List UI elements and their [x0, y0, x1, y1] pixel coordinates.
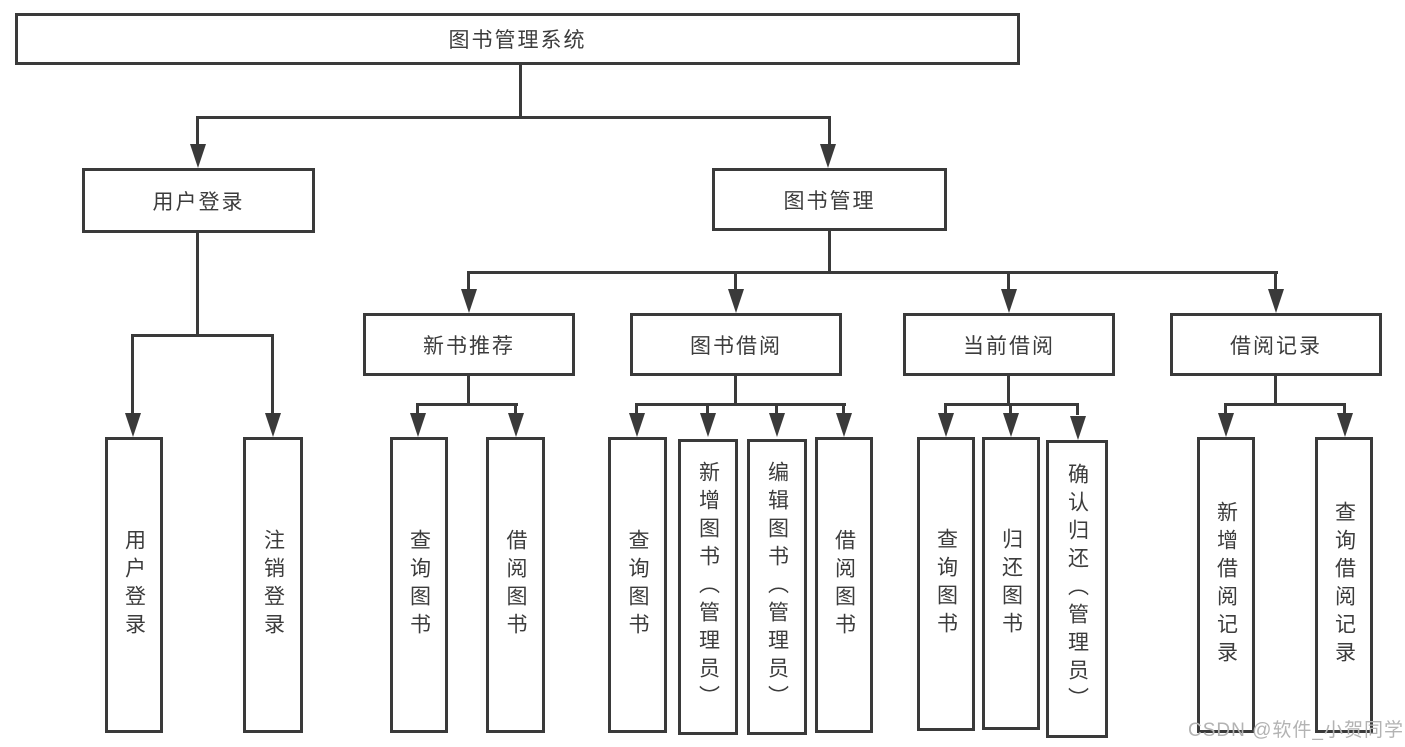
connector-line — [635, 403, 638, 415]
connector-arrow-icon — [629, 413, 645, 437]
connector-line — [944, 403, 947, 415]
node-label: 用户登录 — [122, 529, 146, 641]
connector-arrow-icon — [938, 413, 954, 437]
node-label: 新书推荐 — [423, 334, 515, 358]
connector-line — [775, 403, 778, 415]
node-book-borrow: 图书借阅 — [630, 313, 842, 376]
connector-line — [1343, 403, 1346, 415]
node-label: 查询图书 — [407, 529, 431, 641]
leaf-br-add-record: 新增借阅记录 — [1197, 437, 1255, 733]
connector-line — [1224, 403, 1346, 406]
node-user-login: 用户登录 — [82, 168, 315, 233]
watermark: CSDN @软件_小贺同学 — [1188, 720, 1404, 741]
connector-line — [1007, 376, 1010, 406]
connector-line — [467, 376, 470, 406]
node-label: 图书借阅 — [690, 334, 782, 358]
node-root: 图书管理系统 — [15, 13, 1020, 65]
connector-arrow-icon — [1001, 289, 1017, 313]
connector-line — [734, 271, 737, 292]
connector-line — [842, 403, 845, 415]
connector-arrow-icon — [190, 144, 206, 168]
connector-line — [1009, 403, 1012, 415]
node-label: 编辑图书（管理员） — [765, 461, 789, 713]
node-label: 新增借阅记录 — [1214, 501, 1238, 669]
connector-line — [196, 116, 831, 119]
connector-arrow-icon — [1070, 416, 1086, 440]
connector-line — [196, 233, 199, 337]
connector-arrow-icon — [265, 413, 281, 437]
connector-line — [131, 334, 274, 337]
node-label: 借阅图书 — [832, 529, 856, 641]
leaf-bb-edit-book: 编辑图书（管理员） — [747, 439, 807, 735]
connector-arrow-icon — [1218, 413, 1234, 437]
connector-line — [828, 116, 831, 148]
leaf-user-login: 用户登录 — [105, 437, 163, 733]
connector-line — [1076, 403, 1079, 415]
node-book-mgmt: 图书管理 — [712, 168, 947, 231]
leaf-bb-query-book: 查询图书 — [608, 437, 667, 733]
connector-arrow-icon — [461, 289, 477, 313]
node-label: 注销登录 — [261, 529, 285, 641]
leaf-cb-return-book: 归还图书 — [982, 437, 1040, 730]
node-label: 用户登录 — [152, 190, 245, 214]
node-label: 归还图书 — [999, 527, 1023, 640]
connector-line — [416, 403, 419, 415]
connector-arrow-icon — [508, 413, 524, 437]
connector-line — [1274, 271, 1277, 292]
connector-line — [467, 271, 470, 292]
connector-arrow-icon — [728, 289, 744, 313]
connector-line — [1274, 376, 1277, 406]
node-label: 借阅图书 — [504, 529, 528, 641]
connector-line — [416, 403, 518, 406]
connector-line — [635, 403, 846, 406]
connector-line — [734, 376, 737, 406]
node-label: 当前借阅 — [963, 334, 1055, 358]
leaf-logout: 注销登录 — [243, 437, 303, 733]
node-new-book-rec: 新书推荐 — [363, 313, 575, 376]
connector-arrow-icon — [1337, 413, 1353, 437]
node-label: 查询图书 — [626, 529, 650, 641]
node-label: 查询图书 — [934, 528, 958, 640]
node-label: 图书管理 — [783, 189, 876, 213]
connector-arrow-icon — [836, 413, 852, 437]
connector-arrow-icon — [769, 413, 785, 437]
leaf-nb-borrow-book: 借阅图书 — [486, 437, 545, 733]
leaf-nb-query-book: 查询图书 — [390, 437, 448, 733]
node-label: 查询借阅记录 — [1332, 501, 1356, 669]
leaf-bb-add-book: 新增图书（管理员） — [678, 439, 738, 735]
leaf-cb-query-book: 查询图书 — [917, 437, 975, 731]
node-label: 确认归还（管理员） — [1065, 463, 1089, 715]
leaf-cb-confirm-return: 确认归还（管理员） — [1046, 440, 1108, 738]
connector-line — [706, 403, 709, 415]
connector-arrow-icon — [125, 413, 141, 437]
connector-line — [1224, 403, 1227, 415]
node-borrow-records: 借阅记录 — [1170, 313, 1382, 376]
connector-line — [514, 403, 517, 415]
node-current-borrow: 当前借阅 — [903, 313, 1115, 376]
connector-arrow-icon — [820, 144, 836, 168]
connector-line — [828, 231, 831, 274]
connector-line — [196, 116, 199, 148]
connector-line — [1007, 271, 1010, 292]
connector-line — [519, 64, 522, 119]
connector-arrow-icon — [1003, 413, 1019, 437]
node-label: 借阅记录 — [1230, 334, 1322, 358]
connector-arrow-icon — [410, 413, 426, 437]
leaf-bb-borrow-book: 借阅图书 — [815, 437, 873, 733]
connector-line — [131, 334, 134, 416]
leaf-br-query-record: 查询借阅记录 — [1315, 437, 1373, 733]
connector-arrow-icon — [700, 413, 716, 437]
node-label: 新增图书（管理员） — [696, 461, 720, 713]
node-label: 图书管理系统 — [448, 29, 587, 52]
connector-line — [467, 271, 1278, 274]
connector-arrow-icon — [1268, 289, 1284, 313]
connector-line — [271, 334, 274, 416]
